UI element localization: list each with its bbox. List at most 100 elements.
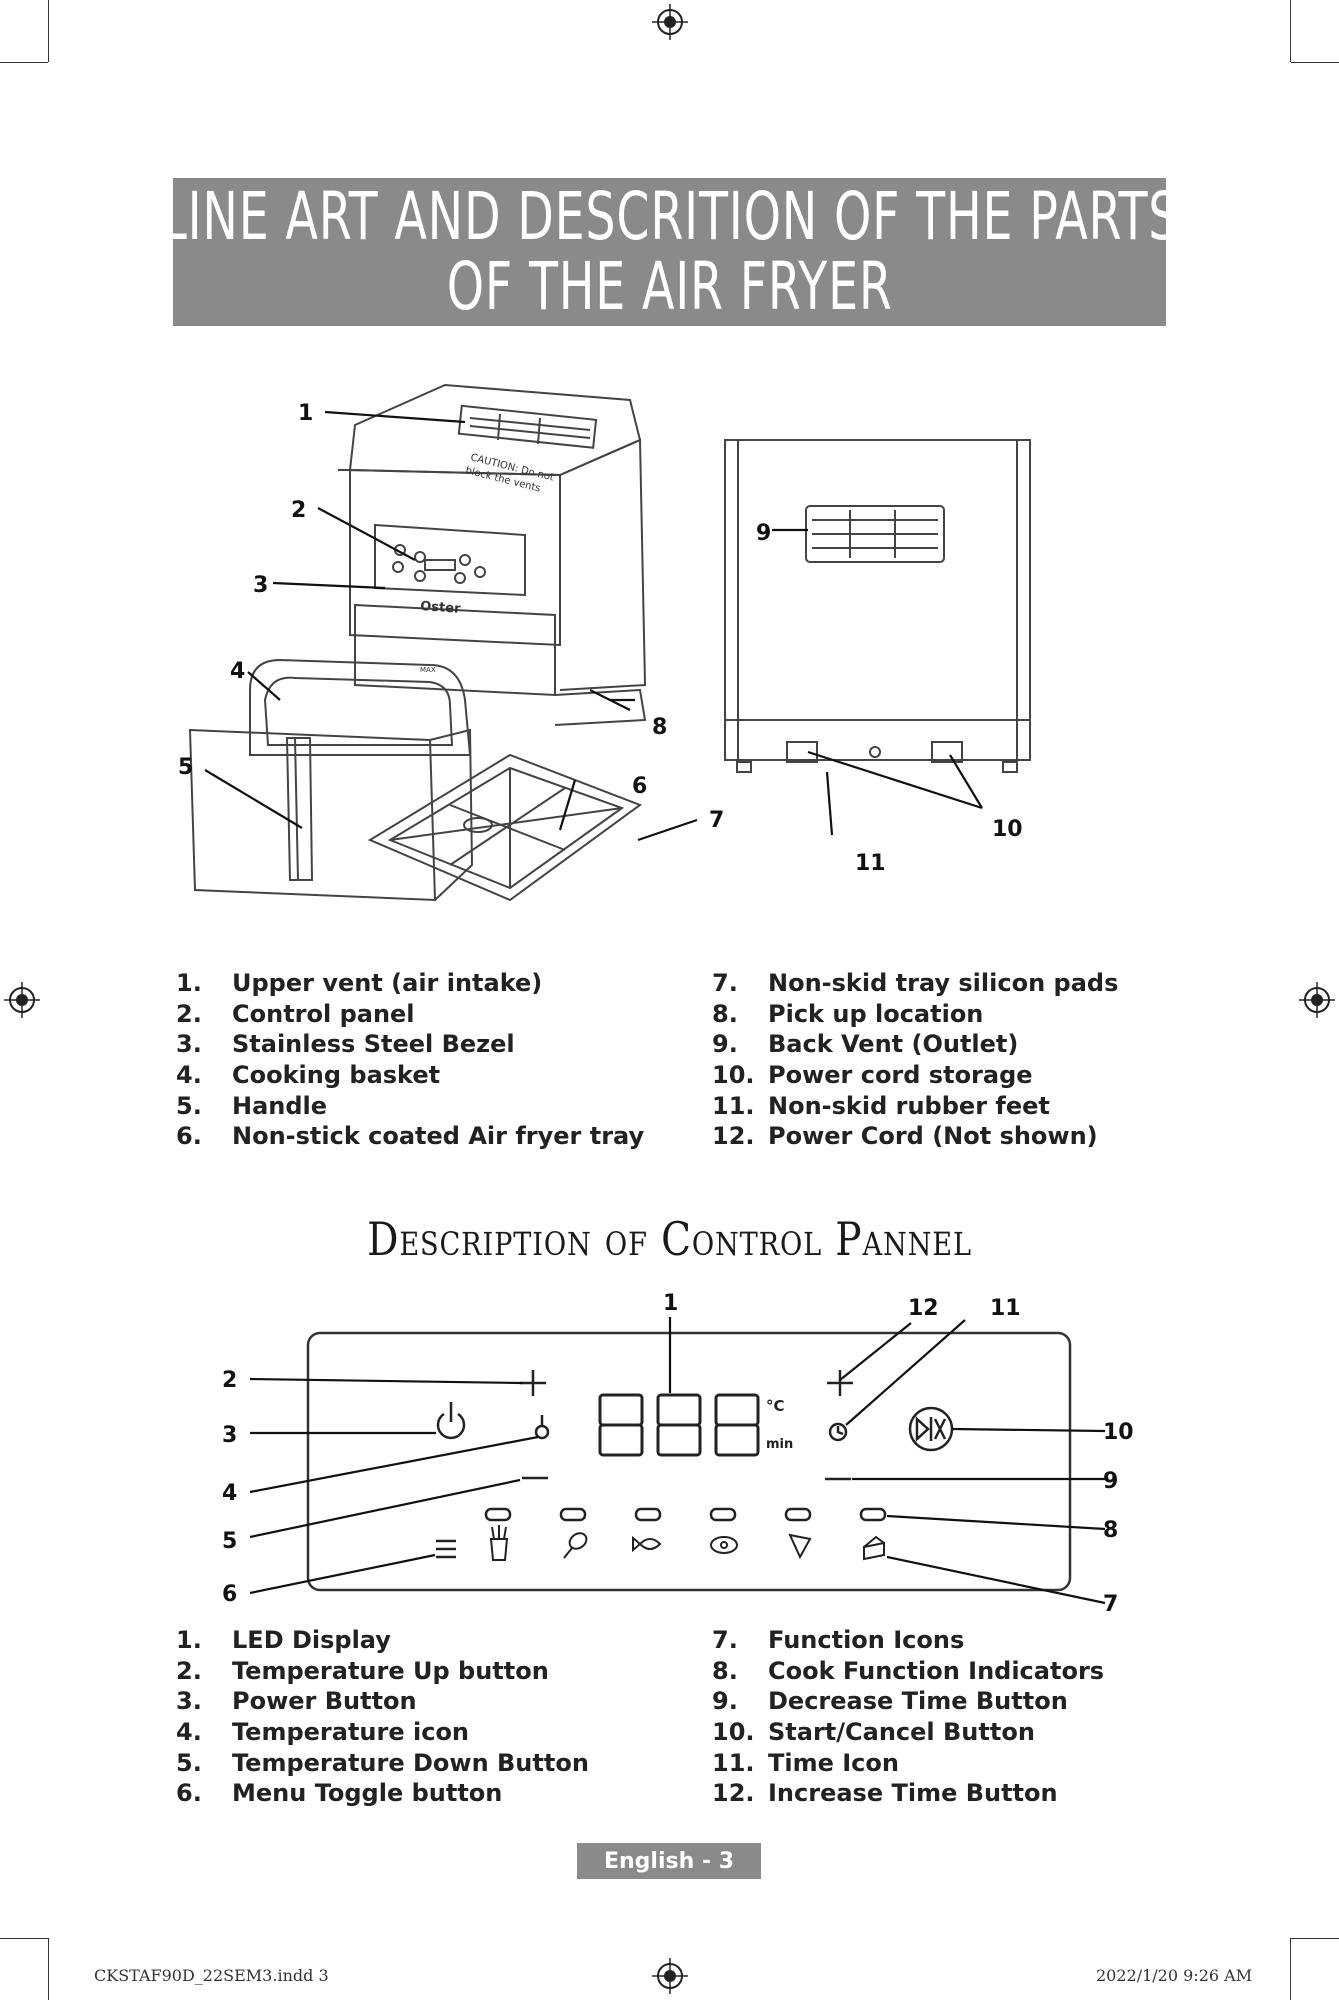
list-item: 9.Back Vent (Outlet) (712, 1030, 1019, 1059)
list-item: 10.Start/Cancel Button (712, 1718, 1035, 1747)
list-item: 8.Cook Function Indicators (712, 1656, 1105, 1685)
list-item: 12.Power Cord (Not shown) (712, 1122, 1098, 1151)
list-item: 5.Temperature Down Button (176, 1748, 589, 1777)
list-item: 8.Pick up location (712, 999, 984, 1028)
power-button-icon[interactable] (436, 1412, 466, 1440)
list-item: 7.Non-skid tray silicon pads (712, 969, 1119, 997)
temp-unit-label: °C (766, 1397, 785, 1415)
control-panel-diagram: °C min 1 2 3 4 5 6 7 8 9 10 11 12 (222, 1291, 1134, 1615)
upper-vent (457, 404, 598, 449)
list-item: 6.Non-stick coated Air fryer tray (176, 1122, 645, 1151)
panel-callout-2: 2 (222, 1368, 237, 1393)
fryer-callout-3: 3 (253, 573, 268, 598)
control-list-right: 7.Function Icons 8.Cook Function Indicat… (712, 1626, 1104, 1810)
cook-function-indicator (634, 1507, 662, 1522)
fryer-callout-10: 10 (992, 817, 1023, 842)
panel-callout-4: 4 (222, 1481, 237, 1506)
list-item: 11.Time Icon (712, 1748, 899, 1777)
crop-mark (1290, 0, 1291, 62)
cook-function-indicator (859, 1507, 887, 1522)
list-item: 10.Power cord storage (712, 1061, 1033, 1090)
control-panel (374, 523, 526, 597)
registration-mark-icon (1299, 982, 1335, 1018)
list-item: 6.Menu Toggle button (176, 1779, 503, 1808)
parts-list-right: 7.Non-skid tray silicon pads 8.Pick up l… (712, 969, 1118, 1153)
panel-callout-5: 5 (222, 1529, 237, 1554)
panel-callout-8: 8 (1103, 1518, 1118, 1543)
air-fryer-line-art: 1 2 3 4 5 6 7 8 9 10 11 CAUTION: Do not … (178, 383, 1031, 902)
fryer-callout-8: 8 (652, 715, 667, 740)
page-title-line1: LINE ART AND DESCRITION OF THE PARTS (160, 178, 1179, 255)
fryer-callout-11: 11 (855, 851, 886, 876)
led-display (598, 1393, 760, 1457)
cook-function-indicator (784, 1507, 812, 1522)
list-item: 4.Temperature icon (176, 1718, 470, 1747)
fryer-callout-2: 2 (291, 498, 306, 523)
list-item: 11.Non-skid rubber feet (712, 1091, 1050, 1120)
panel-callout-1: 1 (663, 1291, 678, 1316)
steak-icon (710, 1536, 738, 1554)
list-item: 3.Stainless Steel Bezel (176, 1030, 515, 1059)
rubber-foot (736, 761, 752, 773)
page-title-line2: OF THE AIR FRYER (446, 248, 893, 325)
cake-icon (863, 1535, 885, 1561)
page-label: English - 3 (577, 1843, 761, 1879)
time-unit-label: min (766, 1437, 793, 1452)
rubber-foot (1002, 761, 1018, 773)
list-item: 1.LED Display (176, 1626, 391, 1654)
list-item: 1.Upper vent (air intake) (176, 969, 543, 997)
panel-callout-12: 12 (908, 1296, 939, 1321)
fryer-back-view (724, 439, 1031, 761)
time-icon (828, 1422, 848, 1442)
list-item: 4.Cooking basket (176, 1061, 441, 1090)
led-digit (598, 1393, 644, 1457)
fryer-callout-9: 9 (756, 521, 771, 546)
drumstick-icon (563, 1532, 588, 1559)
control-list-left: 1.LED Display 2.Temperature Up button 3.… (176, 1626, 589, 1810)
registration-mark-icon (652, 4, 688, 40)
slug-timestamp: 2022/1/20 9:26 AM (1096, 1966, 1253, 1985)
air-fryer-tray (367, 753, 643, 902)
crop-mark (0, 62, 48, 63)
handle (285, 737, 314, 881)
crop-mark (48, 1938, 49, 2000)
cook-function-indicator (709, 1507, 737, 1522)
list-item: 9.Decrease Time Button (712, 1687, 1068, 1716)
fryer-callout-5: 5 (178, 755, 193, 780)
cord-storage-left (786, 741, 818, 763)
cord-storage-right (931, 741, 963, 763)
page-title: LINE ART AND DESCRITION OF THE PARTS OF … (160, 178, 1178, 326)
panel-callout-11: 11 (990, 1296, 1021, 1321)
panel-callout-10: 10 (1103, 1420, 1134, 1445)
list-item: 12.Increase Time Button (712, 1779, 1058, 1808)
parts-list-left: 1.Upper vent (air intake) 2.Control pane… (176, 969, 644, 1153)
fryer-callout-1: 1 (298, 401, 313, 426)
cook-function-indicator (559, 1507, 587, 1522)
panel-outline (306, 1331, 1072, 1592)
brand-logo: Oster (420, 599, 462, 617)
cook-function-indicator (484, 1507, 512, 1522)
fryer-callout-7: 7 (709, 808, 724, 833)
list-item: 3.Power Button (176, 1687, 417, 1716)
list-item: 5.Handle (176, 1091, 328, 1120)
menu-toggle-button-icon[interactable] (436, 1539, 456, 1559)
registration-mark-icon (652, 1958, 688, 1994)
fish-icon (632, 1535, 662, 1553)
panel-callout-3: 3 (222, 1423, 237, 1448)
slug-file-name: CKSTAF90D_22SEM3.indd 3 (94, 1966, 329, 1985)
list-item: 7.Function Icons (712, 1626, 965, 1654)
back-vent (805, 505, 945, 563)
fryer-callout-4: 4 (230, 659, 245, 684)
registration-mark-icon (4, 982, 40, 1018)
crop-mark (48, 0, 49, 62)
fryer-callout-6: 6 (632, 774, 647, 799)
led-digit (714, 1393, 760, 1457)
crop-mark (1291, 1938, 1339, 1939)
control-panel-title: Description of Control Pannel (367, 1212, 972, 1266)
list-item: 2.Temperature Up button (176, 1656, 549, 1685)
crop-mark (1290, 1938, 1291, 2000)
max-mark: MAX (420, 666, 436, 674)
fries-icon (489, 1525, 509, 1561)
fryer-side (559, 438, 647, 691)
panel-callout-6: 6 (222, 1582, 237, 1607)
